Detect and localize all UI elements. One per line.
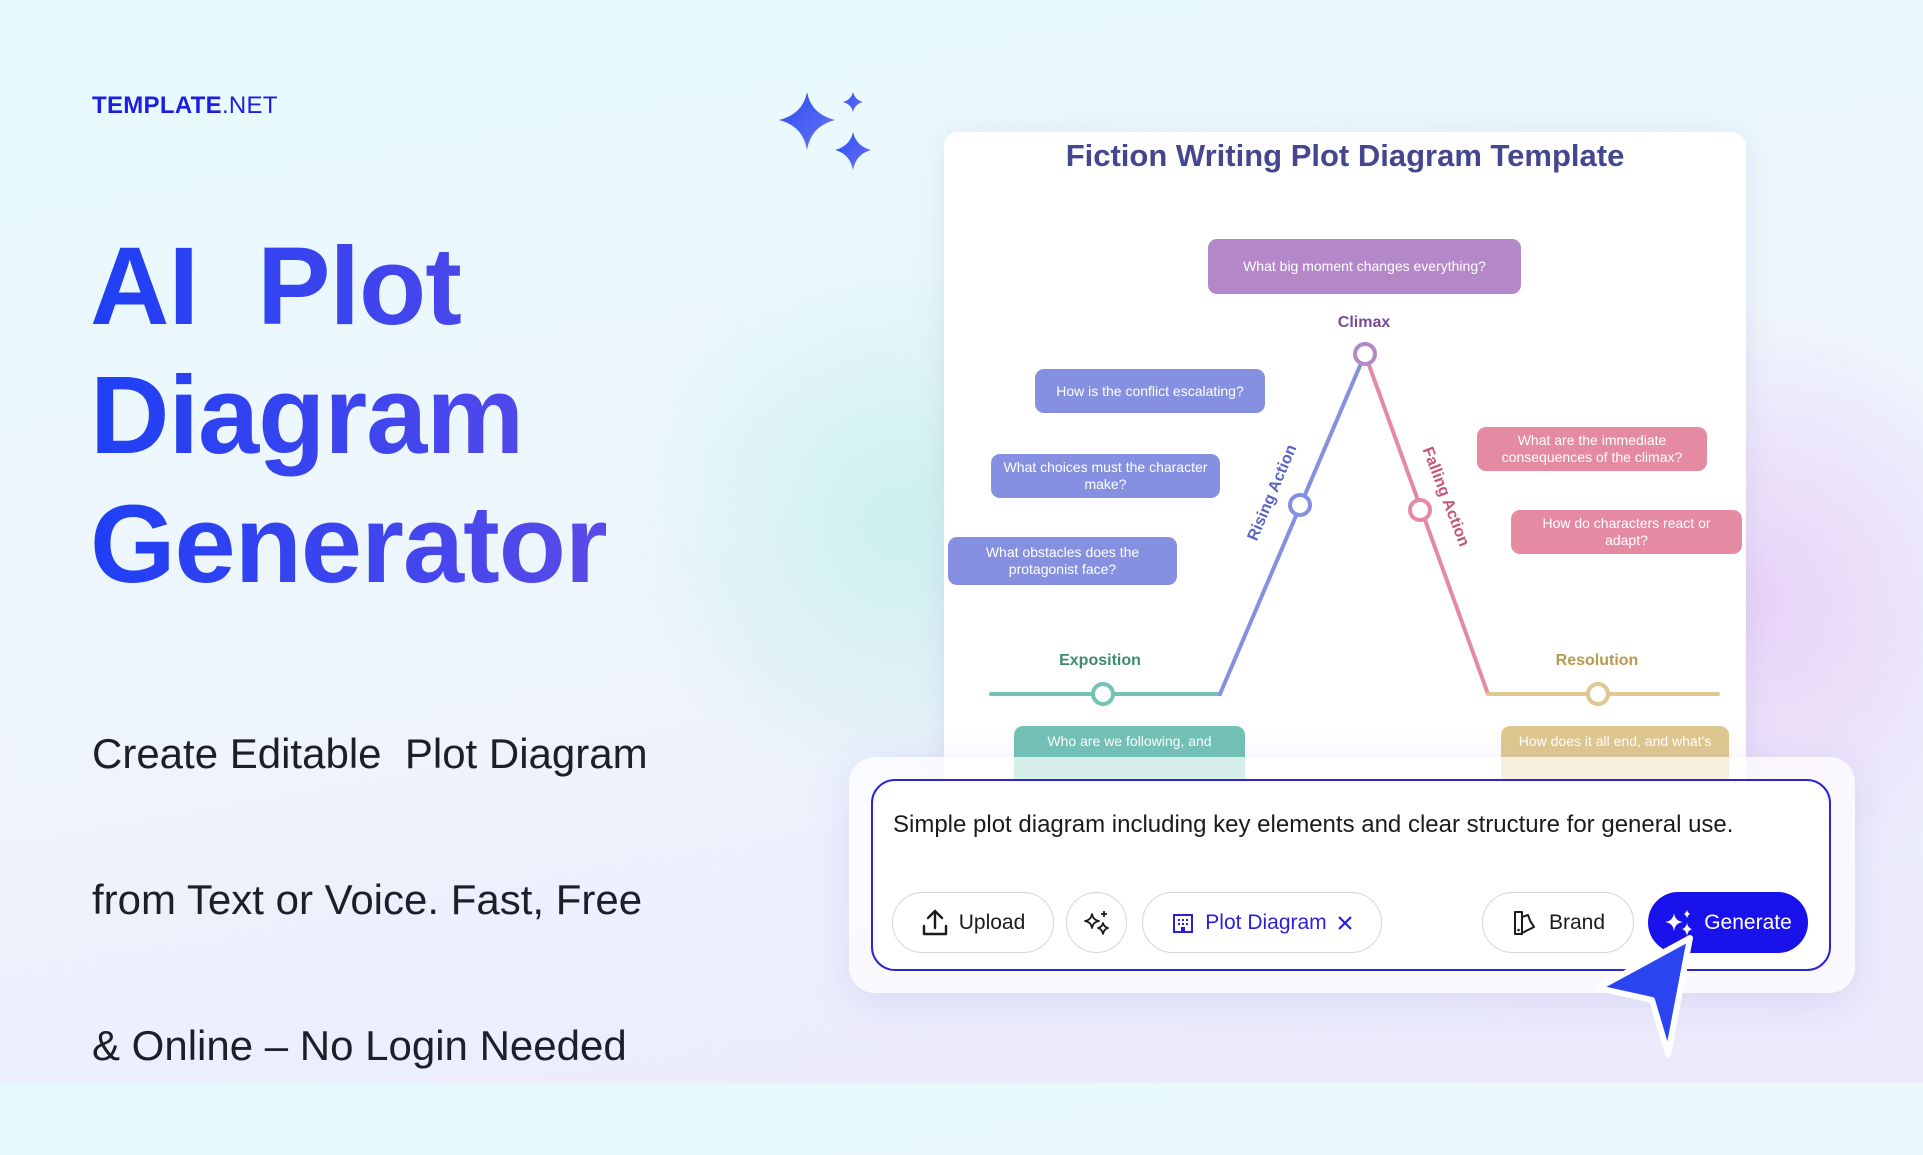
falling-node: [1408, 498, 1432, 522]
cursor-pointer-icon: [1595, 935, 1693, 1057]
title-line: Generator: [90, 483, 607, 606]
consequences-question-box[interactable]: What are the immediate consequences of t…: [1477, 427, 1707, 471]
choices-question-box[interactable]: What choices must the character make?: [991, 454, 1220, 498]
climax-label: Climax: [1337, 314, 1391, 331]
brand-button[interactable]: Brand: [1482, 892, 1634, 953]
resolution-node: [1586, 682, 1610, 706]
hero-subtitle: Create Editable Plot Diagram from Text o…: [92, 644, 648, 1155]
preview-title: Fiction Writing Plot Diagram Template: [1065, 138, 1625, 173]
brand-label: Brand: [1548, 910, 1606, 934]
chip-label: Plot Diagram: [1205, 910, 1327, 934]
upload-button[interactable]: Upload: [892, 892, 1054, 953]
conflict-question-box[interactable]: How is the conflict escalating?: [1035, 369, 1265, 413]
prompt-input[interactable]: Simple plot diagram including key elemen…: [893, 811, 1734, 838]
upload-label: Upload: [958, 910, 1026, 934]
exposition-label: Exposition: [1059, 652, 1141, 669]
template-grid-icon: [1173, 913, 1194, 933]
generate-button[interactable]: Generate: [1648, 892, 1808, 953]
subtitle-line: & Online – No Login Needed: [92, 1022, 627, 1069]
template-preview-card[interactable]: Fiction Writing Plot Diagram Template Cl…: [944, 132, 1746, 812]
climax-node: [1353, 342, 1377, 366]
title-line: AI Plot: [90, 225, 461, 348]
title-line: Diagram: [90, 354, 524, 477]
template-net-logo[interactable]: TEMPLATE.NET: [92, 92, 278, 120]
logo-bold: TEMPLATE: [92, 92, 222, 119]
hero-title: AI Plot Diagram Generator: [90, 222, 607, 609]
climax-question-box[interactable]: What big moment changes everything?: [1208, 239, 1521, 294]
upload-icon: [922, 909, 947, 935]
sparkles-icon: [779, 92, 871, 170]
resolution-label: Resolution: [1555, 652, 1639, 669]
sparkle-icon: [1083, 910, 1109, 935]
plot-diagram-chip[interactable]: Plot Diagram: [1142, 892, 1382, 953]
falling-line: [1363, 352, 1490, 696]
ai-enhance-button[interactable]: [1066, 892, 1127, 953]
subtitle-line: Create Editable Plot Diagram: [92, 730, 648, 777]
plot-diagram-lines: [989, 342, 1720, 706]
generate-label: Generate: [1704, 910, 1792, 934]
exposition-node: [1091, 682, 1115, 706]
close-icon[interactable]: [1337, 915, 1353, 931]
brand-palette-icon: [1513, 910, 1535, 935]
subtitle-line: from Text or Voice. Fast, Free: [92, 876, 643, 923]
rising-node: [1288, 493, 1312, 517]
obstacles-question-box[interactable]: What obstacles does the protagonist face…: [948, 537, 1177, 585]
logo-light: .NET: [221, 92, 278, 119]
sparkle-icon: [1665, 909, 1693, 936]
rising-line: [1218, 352, 1367, 696]
react-question-box[interactable]: How do characters react or adapt?: [1511, 510, 1742, 554]
